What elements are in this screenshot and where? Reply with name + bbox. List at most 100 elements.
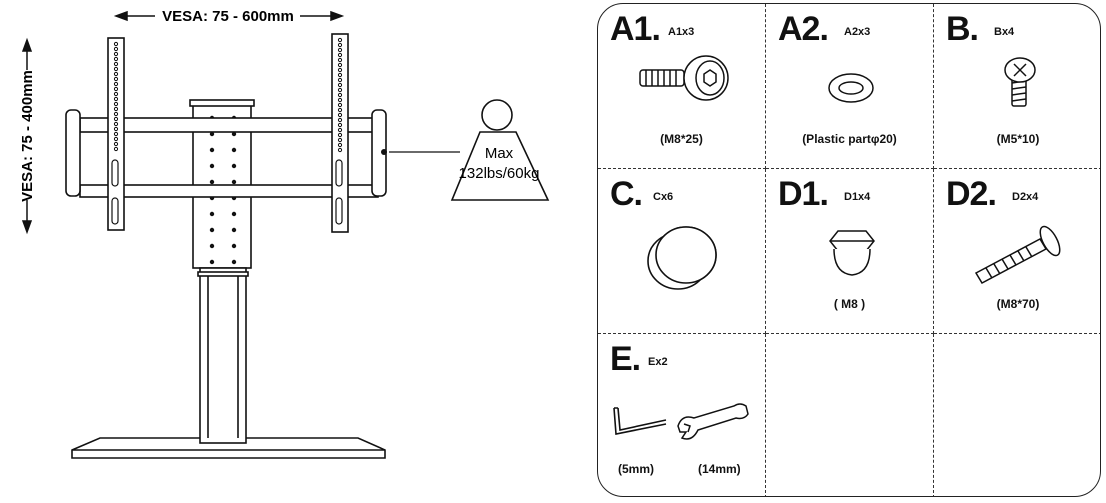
arm-hole [337,77,343,83]
arm-hole [337,117,343,123]
part-letter: A1. [610,10,661,48]
vesa-height-label: VESA: 75 - 400mm [19,70,36,202]
allen-key-icon [613,407,667,435]
weight-capacity-label: 132lbs/60kg [459,165,540,182]
part-d2-cell: D2. D2x4 (M8*70) [934,169,1100,334]
arm-hole [113,81,119,87]
column-holes [209,115,237,265]
arm-hole [337,147,343,153]
arm-hole [113,101,119,107]
small-screw-icon [1004,57,1036,107]
vesa-height-dimension [21,37,33,235]
arm-hole [113,146,119,152]
arm-hole [337,72,343,78]
tv-stand-diagram: VESA: 75 - 600mm VESA: 75 - 400mm [19,8,550,459]
arm-slots [111,159,343,225]
arm-hole [337,127,343,133]
arm-hole [337,137,343,143]
column-hole [231,147,237,153]
arm-hole [113,96,119,102]
arm-hole [113,116,119,122]
empty-cell [766,334,934,496]
part-letter: E. [610,340,641,378]
vesa-width-dimension [113,10,345,22]
arm-hole [337,62,343,68]
column-hole [231,227,237,233]
arm-hole [113,91,119,97]
part-spec-right: (14mm) [698,462,741,476]
parts-list-panel: A1. A1x3 (M8*25) A2. A2x3 [597,3,1101,497]
column-hole [209,259,215,265]
arm-hole [337,107,343,113]
weight-max-label: Max [485,145,514,162]
arm-hole [113,76,119,82]
mount-knob [381,149,387,155]
column-hole [209,211,215,217]
arm-hole [113,111,119,117]
weight-icon [450,99,550,201]
arm-hole [113,46,119,52]
part-letter: B. [946,10,979,48]
thumb-screw-icon [639,55,729,101]
arm-hole [337,37,343,43]
part-a2-cell: A2. A2x3 (Plastic partφ20) [766,4,934,169]
arm-hole [337,42,343,48]
part-quantity: D1x4 [844,191,871,203]
wrench-icon [677,403,749,440]
arm-hole [337,82,343,88]
column-hole [209,163,215,169]
part-quantity: Ex2 [648,356,668,368]
arm-hole [337,87,343,93]
arm-hole [113,121,119,127]
part-letter: D1. [778,175,829,213]
arm-hole [337,57,343,63]
part-a1-cell: A1. A1x3 (M8*25) [598,4,766,169]
stand-column [189,99,255,444]
column-hole [209,243,215,249]
arm-hole [113,71,119,77]
column-hole [231,259,237,265]
arm-hole [337,67,343,73]
part-quantity: Cx6 [653,191,674,203]
part-spec: (M8*70) [996,297,1040,311]
arm-hole [337,47,343,53]
arm-hole [113,131,119,137]
arm-hole [113,51,119,57]
arm-hole [113,126,119,132]
part-quantity: D2x4 [1012,191,1039,203]
part-c-cell: C. Cx6 [598,169,766,334]
part-letter: A2. [778,10,829,48]
part-letter: C. [610,175,643,213]
arm-hole [337,102,343,108]
vesa-width-label: VESA: 75 - 600mm [162,8,294,25]
arm-hole [113,106,119,112]
arm-hole [337,52,343,58]
part-quantity: A2x3 [844,26,871,38]
arm-holes [113,37,343,153]
washer-icon [828,73,874,103]
part-d1-cell: D1. D1x4 ( M8 ) [766,169,934,334]
column-hole [209,131,215,137]
empty-cell [934,334,1100,496]
column-hole [231,179,237,185]
part-b-cell: B. Bx4 (M5*10) [934,4,1100,169]
part-quantity: Bx4 [994,26,1015,38]
arm-hole [337,112,343,118]
arm-hole [337,142,343,148]
part-spec-left: (5mm) [618,462,655,476]
part-spec: (Plastic partφ20) [802,132,897,146]
arm-hole [113,86,119,92]
part-e-cell: E. Ex2 (5mm) (14mm) [598,334,766,496]
column-hole [209,147,215,153]
arm-hole [113,66,119,72]
arm-hole [113,41,119,47]
column-hole [231,243,237,249]
column-hole [231,131,237,137]
part-spec: ( M8 ) [833,297,866,311]
part-spec: (M8*25) [660,132,703,146]
part-quantity: A1x3 [668,26,695,38]
arm-hole [113,61,119,67]
arm-hole [113,136,119,142]
cap-icon [647,226,717,290]
column-hole [231,163,237,169]
